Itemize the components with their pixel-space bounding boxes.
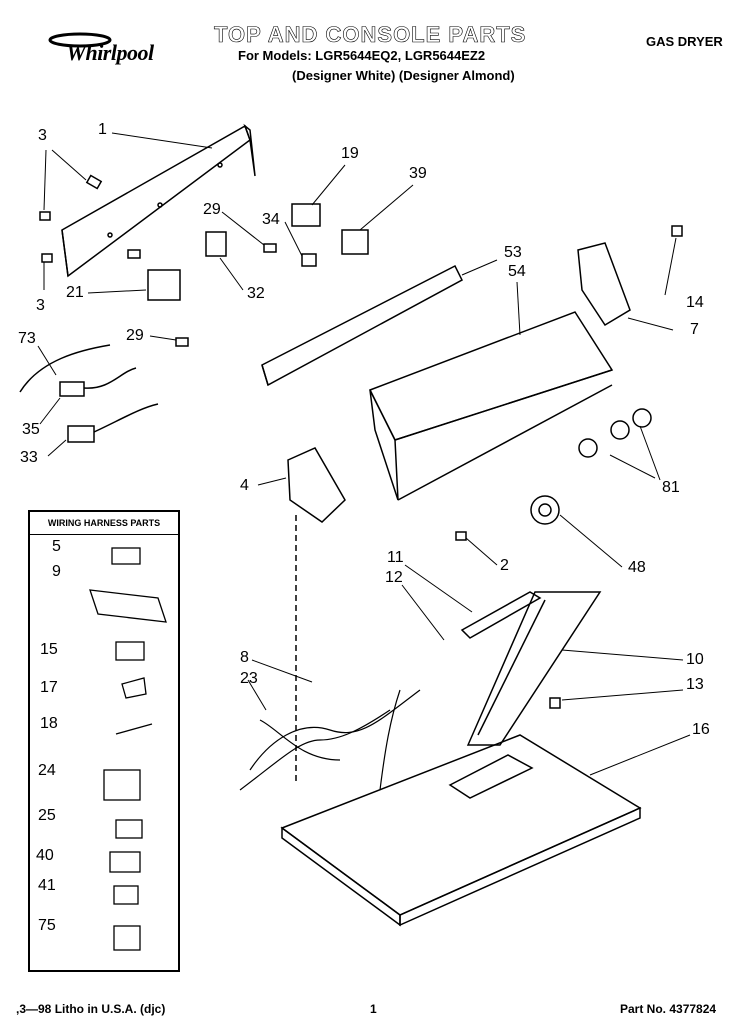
callout-34: 34	[262, 211, 280, 228]
callout-23: 23	[240, 670, 258, 687]
litho-note: ,3—98 Litho in U.S.A. (djc)	[16, 1002, 166, 1016]
callout-4: 4	[240, 477, 249, 494]
part-53-rail	[261, 264, 463, 387]
callout-75: 75	[38, 917, 56, 934]
callout-32: 32	[247, 285, 265, 302]
callout-17: 17	[40, 679, 58, 696]
callout-54: 54	[508, 263, 526, 280]
callout-7: 7	[690, 321, 699, 338]
callout-3-top: 3	[38, 127, 47, 144]
part-9-block	[89, 589, 167, 623]
console-panel	[368, 311, 614, 501]
wire-harness	[239, 689, 421, 791]
callout-16: 16	[692, 721, 710, 738]
small-parts	[127, 203, 683, 709]
callout-14: 14	[686, 294, 704, 311]
leader-lines	[37, 132, 691, 776]
callout-13: 13	[686, 676, 704, 693]
part-75-housing	[113, 925, 141, 951]
callout-11: 11	[387, 549, 404, 566]
part-7-endcap	[577, 242, 631, 327]
tray	[448, 754, 534, 799]
knobs	[530, 408, 652, 525]
callout-9: 9	[52, 563, 61, 580]
wire-assemblies-left	[19, 344, 159, 443]
part-10-panel	[466, 591, 602, 746]
callout-35: 35	[22, 421, 40, 438]
callout-15: 15	[40, 641, 58, 658]
callout-25: 25	[38, 807, 56, 824]
callout-48: 48	[628, 559, 646, 576]
callout-40: 40	[36, 847, 54, 864]
part-24-housing	[103, 769, 141, 801]
callout-29-left: 29	[126, 327, 144, 344]
part-17-clip	[121, 677, 147, 699]
part-25-connector	[115, 819, 143, 839]
part-40-connector	[109, 851, 141, 873]
part-18-terminal	[115, 723, 153, 735]
callout-1: 1	[98, 121, 107, 138]
callout-21: 21	[66, 284, 84, 301]
wiring-box-parts	[89, 547, 167, 951]
page-title: TOP AND CONSOLE PARTS	[214, 22, 527, 48]
page-number: 1	[370, 1002, 377, 1016]
wiring-harness-parts-box: WIRING HARNESS PARTS	[28, 510, 180, 972]
callout-5: 5	[52, 538, 61, 555]
part-number: Part No. 4377824	[620, 1002, 717, 1016]
callout-3-bottom: 3	[36, 297, 45, 314]
callout-29-top: 29	[203, 201, 221, 218]
callout-24: 24	[38, 762, 56, 779]
callout-53: 53	[504, 244, 522, 261]
color-variants: (Designer White) (Designer Almond)	[292, 68, 515, 83]
part-1-bracket	[61, 123, 256, 278]
appliance-type: GAS DRYER	[646, 34, 723, 49]
wiring-box-title: WIRING HARNESS PARTS	[30, 512, 178, 535]
callout-39: 39	[409, 165, 427, 182]
part-4-endcap	[287, 447, 346, 523]
callout-2: 2	[500, 557, 509, 574]
brand-name: Whirlpool	[66, 40, 154, 65]
callout-10: 10	[686, 651, 704, 668]
callout-12: 12	[385, 569, 403, 586]
callout-41: 41	[38, 877, 56, 894]
part-5-connector	[111, 547, 141, 565]
callout-18: 18	[40, 715, 58, 732]
part-3-screws	[39, 174, 103, 263]
callout-33: 33	[20, 449, 38, 466]
callout-19: 19	[341, 145, 359, 162]
callout-73: 73	[18, 330, 36, 347]
part-41-connector	[113, 885, 139, 905]
part-16-top-panel	[280, 734, 642, 927]
whirlpool-logo: Whirlpool	[40, 30, 180, 74]
logo-swoosh-icon	[48, 32, 112, 48]
part-11-bracket	[460, 591, 542, 639]
callout-8: 8	[240, 649, 249, 666]
part-15-connector	[115, 641, 145, 661]
callout-81: 81	[662, 479, 680, 496]
model-numbers: For Models: LGR5644EQ2, LGR5644EZ2	[238, 48, 486, 63]
